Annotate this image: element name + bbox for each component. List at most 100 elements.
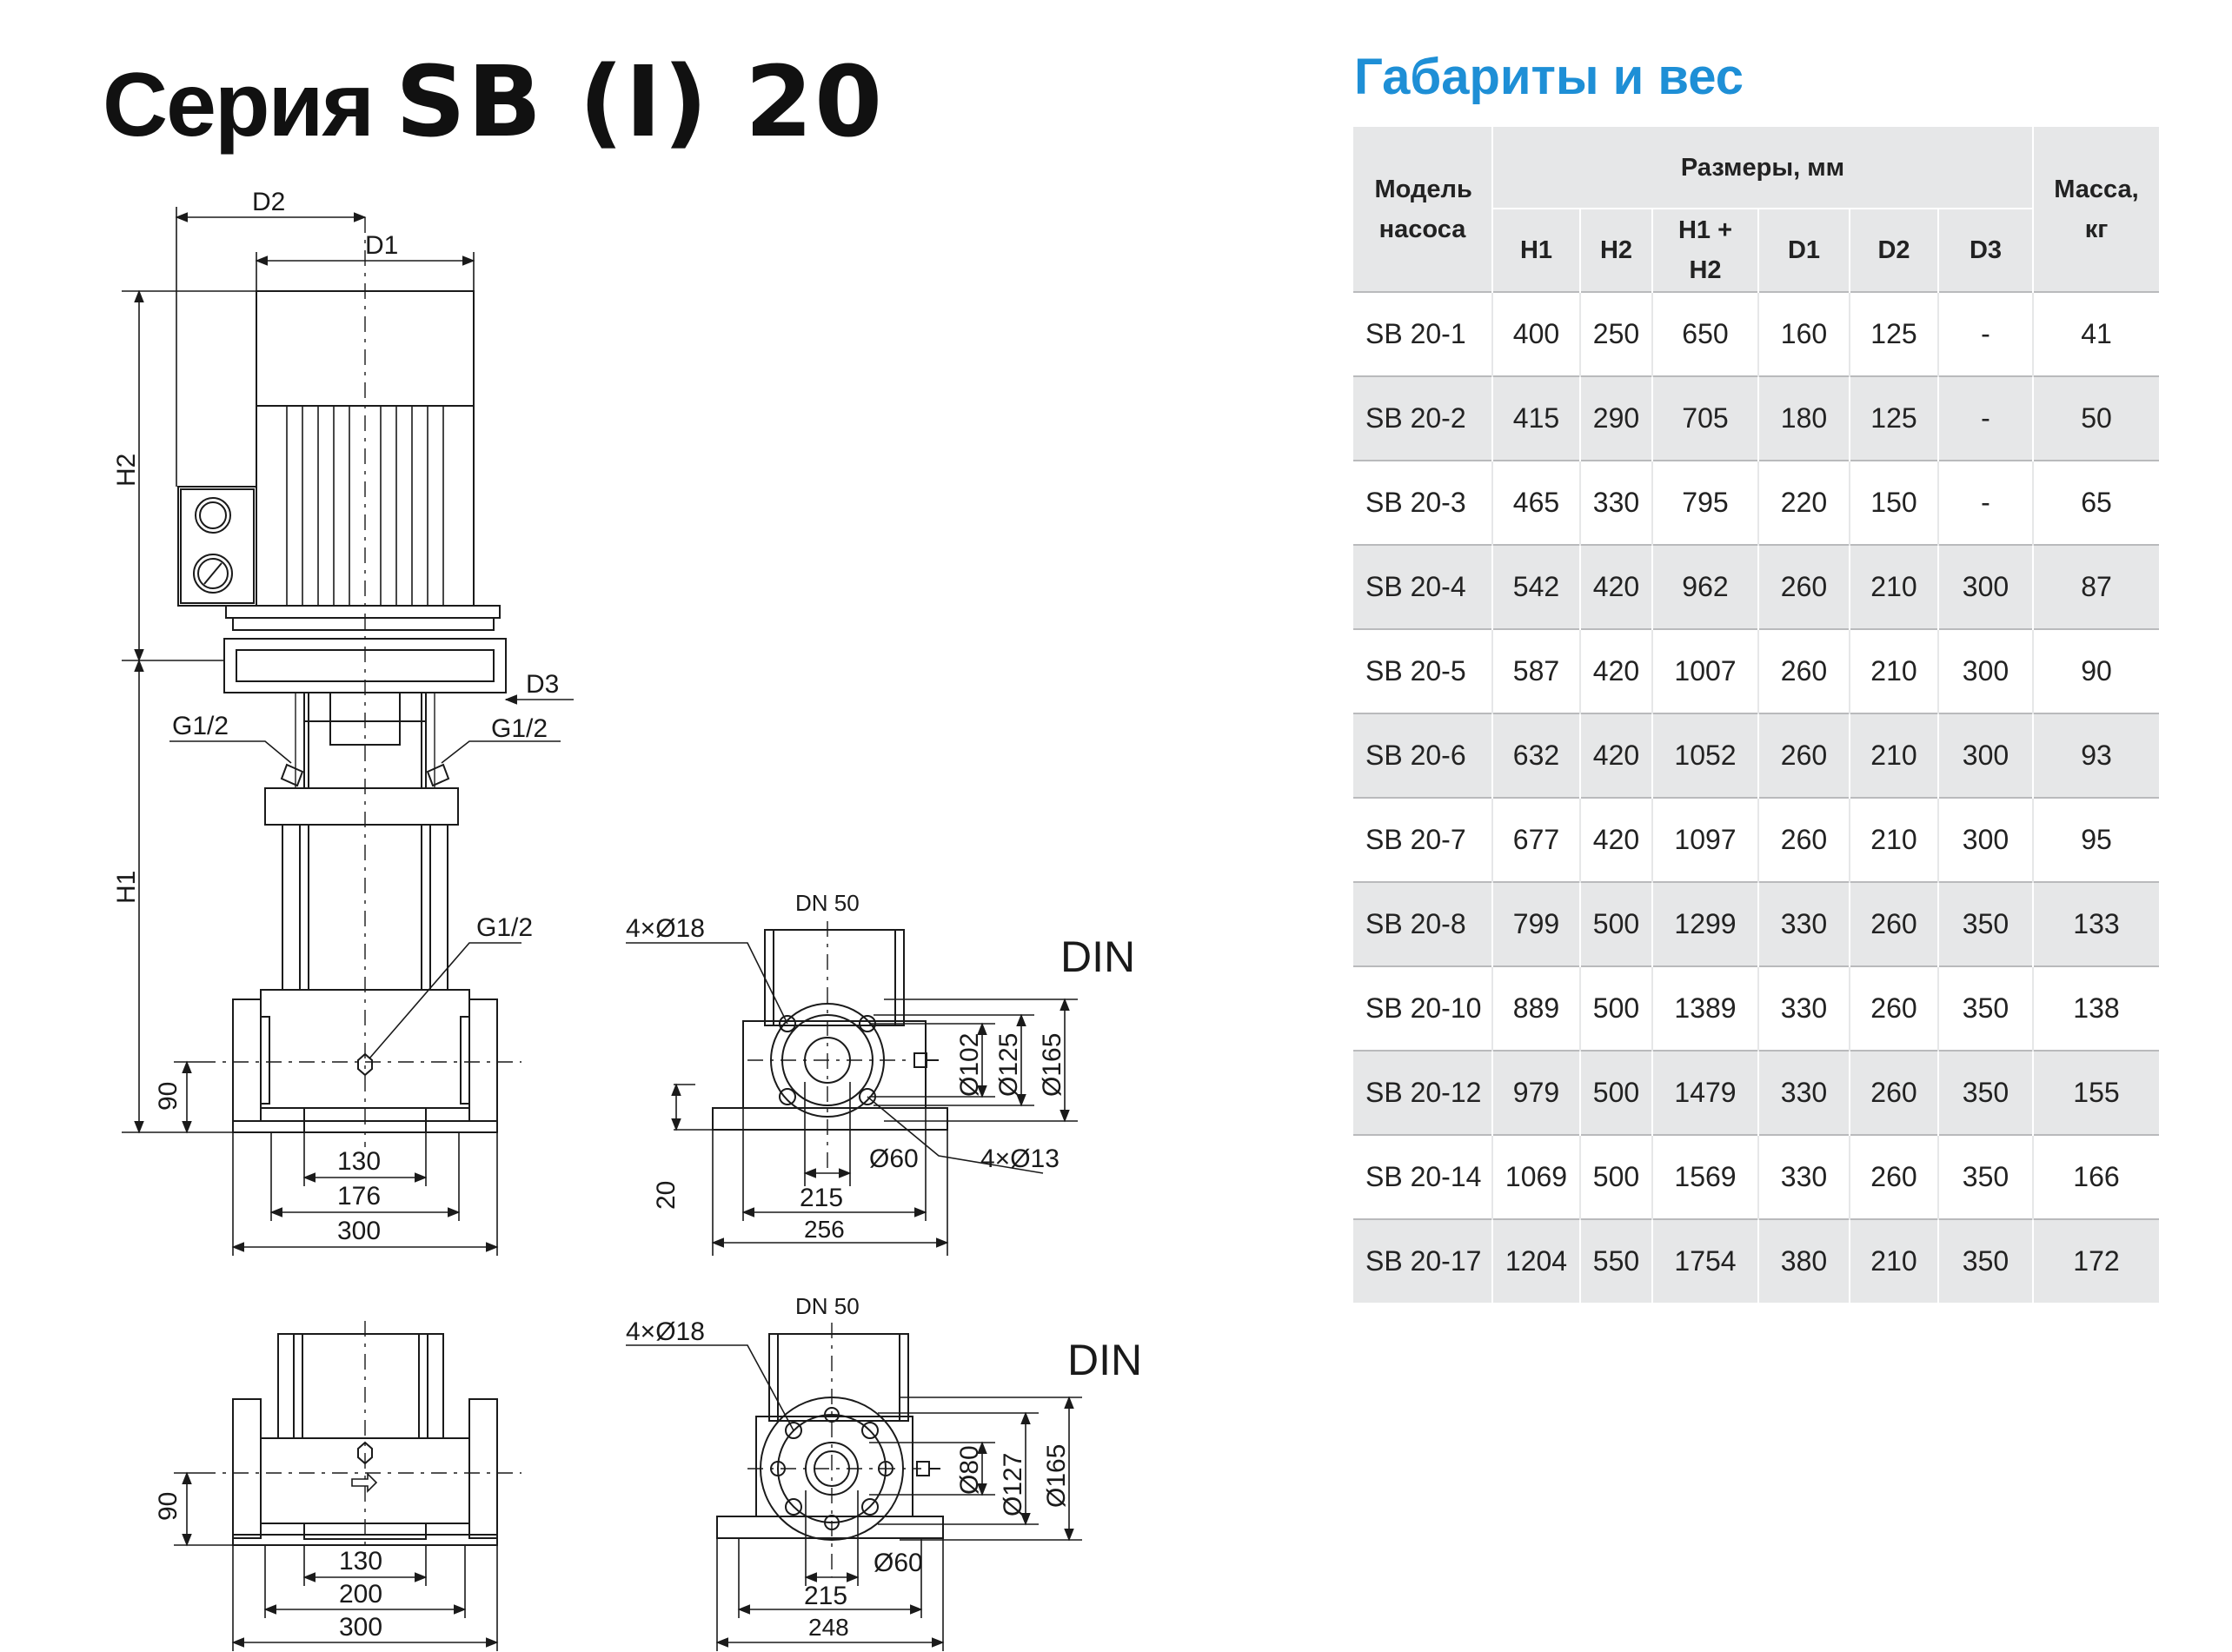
cell-d1: 260 — [1757, 797, 1850, 882]
cell-h1: 415 — [1491, 375, 1580, 461]
label-300-bottom: 300 — [339, 1613, 382, 1642]
cell-d2: 260 — [1849, 1134, 1938, 1219]
label-215-bottom: 215 — [804, 1582, 847, 1610]
cell-model: SB 20-2 — [1353, 375, 1492, 461]
cell-h2: 500 — [1579, 881, 1652, 966]
cell-d1: 330 — [1757, 965, 1850, 1051]
cell-model: SB 20-8 — [1353, 881, 1492, 966]
cell-d1: 330 — [1757, 1134, 1850, 1219]
cell-h2: 500 — [1579, 965, 1652, 1051]
cell-d2: 260 — [1849, 881, 1938, 966]
cell-d1: 330 — [1757, 881, 1850, 966]
label-dn50-top: DN 50 — [795, 890, 860, 916]
cell-d3: - — [1937, 375, 2033, 461]
label-d125: Ø125 — [994, 1033, 1023, 1097]
cell-h1-h2: 795 — [1651, 460, 1758, 545]
cell-h1-h2: 705 — [1651, 375, 1758, 461]
cell-h2: 420 — [1579, 544, 1652, 629]
label-20: 20 — [652, 1181, 681, 1210]
title-word: Серия — [103, 55, 375, 156]
cell-model: SB 20-14 — [1353, 1134, 1492, 1219]
label-130-bottom: 130 — [339, 1547, 382, 1576]
cell-h1: 1069 — [1491, 1134, 1580, 1219]
label-d3: D3 — [526, 670, 559, 699]
label-d1: D1 — [365, 231, 398, 260]
cell-h1: 632 — [1491, 713, 1580, 798]
cell-d2: 260 — [1849, 965, 1938, 1051]
cell-h1-h2: 650 — [1651, 291, 1758, 376]
label-holes18-bottom: 4×Ø18 — [626, 1317, 705, 1346]
cell-h1-h2: 1007 — [1651, 628, 1758, 713]
label-130-top: 130 — [337, 1147, 381, 1176]
cell-h2: 420 — [1579, 797, 1652, 882]
cell-mass: 155 — [2032, 1050, 2159, 1135]
cell-d3: 300 — [1937, 797, 2033, 882]
cell-h1-h2: 1052 — [1651, 713, 1758, 798]
cell-mass: 50 — [2032, 375, 2159, 461]
cell-d1: 380 — [1757, 1218, 1850, 1303]
header-d2: D2 — [1849, 208, 1938, 292]
label-h2: H2 — [112, 454, 141, 487]
label-d60-top: Ø60 — [869, 1144, 919, 1173]
label-din-top: DIN — [1060, 932, 1135, 981]
cell-d1: 160 — [1757, 291, 1850, 376]
pump-drawing: D2 D1 D3 H2 H1 G1/2 G1/2 G1/2 90 130 176… — [112, 188, 1142, 1651]
cell-h1-h2: 1569 — [1651, 1134, 1758, 1219]
cell-h2: 500 — [1579, 1050, 1652, 1135]
cell-mass: 41 — [2032, 291, 2159, 376]
cell-d2: 150 — [1849, 460, 1938, 545]
cell-d3: 300 — [1937, 628, 2033, 713]
din-flange-view-bottom — [716, 1333, 944, 1541]
cell-h1-h2: 1299 — [1651, 881, 1758, 966]
header-mass: Масса, кг — [2032, 127, 2159, 292]
cell-h1: 465 — [1491, 460, 1580, 545]
label-d80: Ø80 — [955, 1445, 984, 1495]
cell-d1: 330 — [1757, 1050, 1850, 1135]
cell-d2: 125 — [1849, 375, 1938, 461]
cell-model: SB 20-17 — [1353, 1218, 1492, 1303]
cell-d1: 260 — [1757, 628, 1850, 713]
cell-h2: 500 — [1579, 1134, 1652, 1219]
cell-h1-h2: 1479 — [1651, 1050, 1758, 1135]
cell-d1: 180 — [1757, 375, 1850, 461]
cell-mass: 93 — [2032, 713, 2159, 798]
din-flange-view-top — [712, 929, 948, 1131]
cell-d3: 350 — [1937, 1218, 2033, 1303]
label-g12-left: G1/2 — [172, 712, 229, 740]
cell-h1: 979 — [1491, 1050, 1580, 1135]
label-g12-bottom: G1/2 — [476, 913, 533, 942]
label-248: 248 — [808, 1614, 849, 1641]
header-h1-h2: H1 + H2 — [1651, 208, 1758, 292]
cell-h2: 420 — [1579, 713, 1652, 798]
cell-d3: - — [1937, 460, 2033, 545]
cell-h1: 587 — [1491, 628, 1580, 713]
label-h1: H1 — [112, 871, 141, 904]
label-90-top: 90 — [154, 1082, 183, 1111]
label-g12-right: G1/2 — [491, 714, 548, 743]
cell-d3: 350 — [1937, 881, 2033, 966]
cell-d3: 300 — [1937, 713, 2033, 798]
header-d1: D1 — [1757, 208, 1850, 292]
label-d102: Ø102 — [955, 1033, 984, 1097]
label-215-top: 215 — [800, 1184, 843, 1212]
cell-h2: 330 — [1579, 460, 1652, 545]
cell-d2: 260 — [1849, 1050, 1938, 1135]
cell-h1: 889 — [1491, 965, 1580, 1051]
cell-h2: 550 — [1579, 1218, 1652, 1303]
label-holes13: 4×Ø13 — [980, 1144, 1060, 1173]
cell-model: SB 20-1 — [1353, 291, 1492, 376]
label-holes18-top: 4×Ø18 — [626, 914, 705, 943]
cell-h2: 290 — [1579, 375, 1652, 461]
cell-h1-h2: 1097 — [1651, 797, 1758, 882]
cell-model: SB 20-12 — [1353, 1050, 1492, 1135]
cell-h1-h2: 1754 — [1651, 1218, 1758, 1303]
